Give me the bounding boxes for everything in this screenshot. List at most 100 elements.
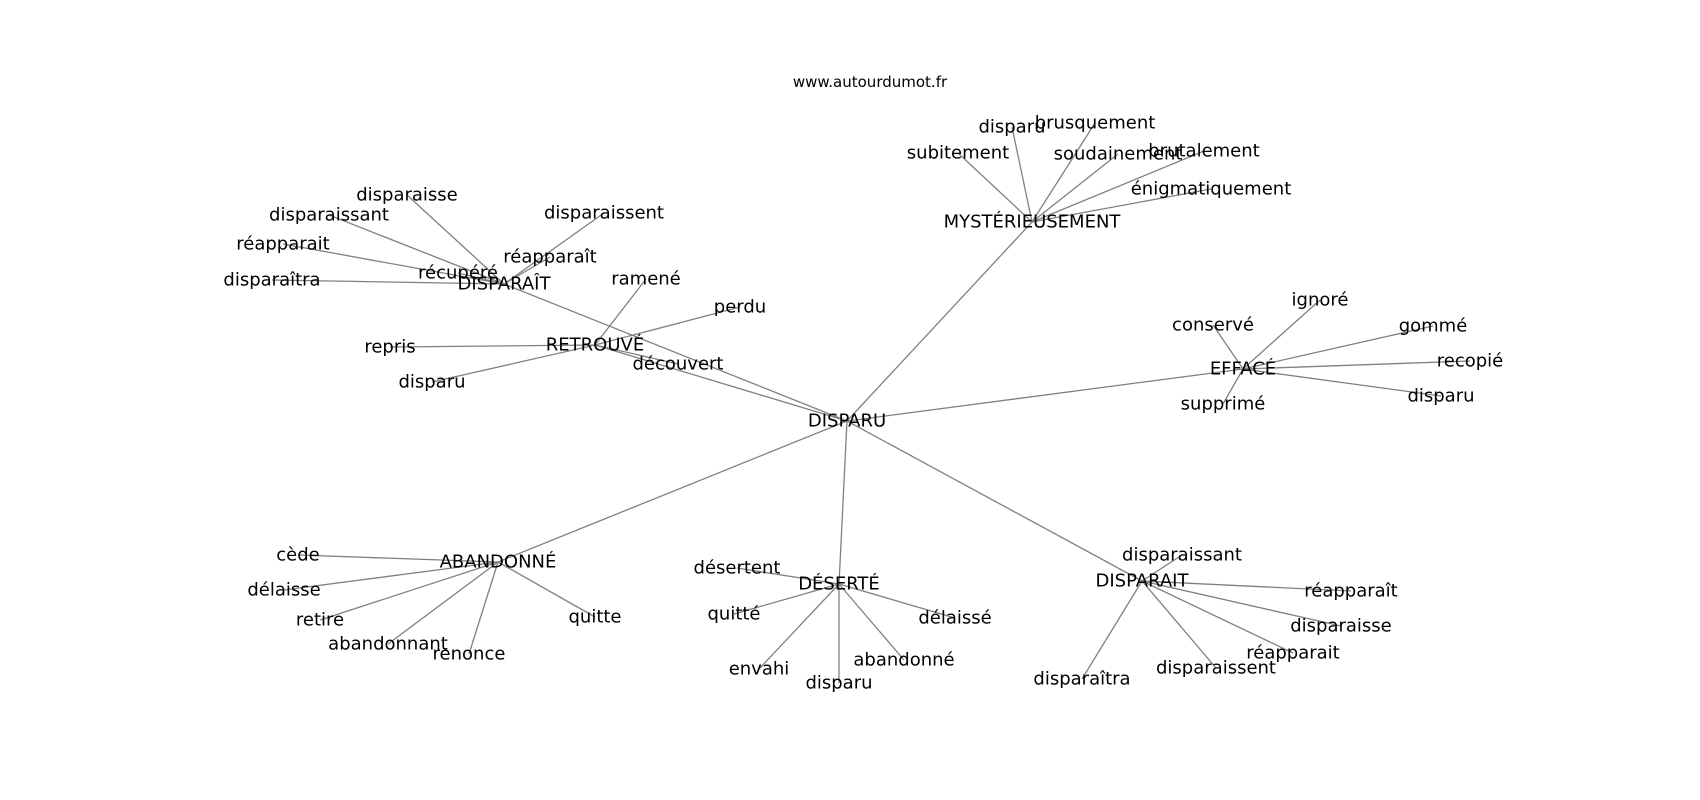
edge-hub-leaf	[497, 561, 596, 618]
leaf-node-label: quitté	[707, 604, 760, 625]
edge-hub-leaf	[1242, 299, 1321, 370]
leaf-node-label: subitement	[907, 143, 1009, 164]
hub-node-label: DISPARAIT	[1095, 571, 1189, 592]
leaf-node-label: disparaisse	[1290, 616, 1392, 637]
site-watermark: www.autourdumot.fr	[793, 73, 948, 91]
edge-hub-leaf	[503, 256, 551, 285]
edge-hub-leaf	[271, 279, 505, 285]
leaf-node-label: réapparaît	[1304, 581, 1397, 602]
leaf-node-label: réapparaît	[503, 247, 596, 268]
leaf-node-label: découvert	[632, 354, 723, 375]
leaf-node-label: disparu	[1407, 386, 1474, 407]
edge-hub-leaf	[406, 194, 505, 285]
edge-hub-leaf	[1141, 580, 1294, 654]
leaf-node-label: ramené	[611, 269, 681, 290]
edge-hub-leaf	[758, 583, 840, 670]
hub-node-label: MYSTÉRIEUSEMENT	[944, 211, 1122, 233]
leaf-node-label: abandonné	[853, 650, 954, 671]
edge-hub-leaf	[1242, 360, 1471, 370]
leaf-node-label: brusquement	[1035, 113, 1156, 134]
leaf-node-label: disparu	[398, 372, 465, 393]
leaf-node-label: abandonnant	[328, 634, 448, 655]
edge-hub-leaf	[838, 583, 956, 619]
leaf-node-label: disparaissant	[1122, 545, 1242, 566]
edge-hub-leaf	[297, 554, 499, 563]
hub-node-label: DÉSERTÉ	[798, 573, 880, 595]
leaf-node-label: brutalement	[1148, 141, 1259, 162]
hub-node-label: RETROUVÉ	[546, 334, 644, 356]
edge-center-hub	[838, 420, 848, 585]
leaf-node-label: disparaissent	[1156, 658, 1276, 679]
edge-hub-leaf	[328, 214, 505, 285]
edge-hub-leaf	[1141, 580, 1342, 627]
edge-hub-leaf	[1031, 188, 1212, 223]
leaf-node-label: perdu	[714, 297, 766, 318]
edge-hub-leaf	[594, 306, 741, 346]
center-node-label: DISPARU	[808, 411, 886, 432]
edge-hub-leaf	[283, 561, 499, 591]
edge-hub-leaf	[594, 278, 647, 346]
hub-node-label: EFFACÉ	[1210, 358, 1276, 380]
edge-center-hub	[846, 420, 1143, 582]
edge-hub-leaf	[1141, 580, 1352, 592]
edge-hub-leaf	[957, 152, 1033, 223]
leaf-node-label: envahi	[729, 659, 790, 680]
leaf-node-label: disparaîtra	[1033, 669, 1130, 690]
edge-hub-leaf	[1242, 368, 1442, 397]
leaf-node-label: désertent	[694, 558, 781, 579]
edge-hub-leaf	[319, 561, 499, 621]
edge-hub-leaf	[468, 561, 499, 655]
leaf-node-label: délaissé	[918, 608, 991, 629]
leaf-node-label: disparu	[978, 117, 1045, 138]
edge-hub-leaf	[1141, 554, 1183, 582]
edge-hub-leaf	[1011, 126, 1033, 223]
edge-hub-leaf	[838, 583, 905, 661]
leaf-node-label: supprimé	[1181, 394, 1266, 415]
leaf-node-label: réapparait	[1246, 643, 1339, 664]
edge-hub-leaf	[1222, 368, 1244, 405]
edge-hub-leaf	[733, 583, 840, 615]
leaf-node-label: disparaîtra	[223, 270, 320, 291]
edge-hub-leaf	[431, 344, 596, 383]
edge-hub-leaf	[503, 212, 605, 285]
edge-center-hub	[594, 344, 848, 422]
leaf-node-label: ignoré	[1292, 290, 1349, 311]
leaf-node-label: disparaisse	[356, 185, 458, 206]
leaf-node-label: conservé	[1172, 315, 1254, 336]
edge-hub-leaf	[282, 243, 505, 285]
edge-hub-leaf	[457, 272, 505, 285]
edge-hub-leaf	[594, 344, 679, 365]
edge-hub-leaf	[736, 567, 840, 585]
leaf-node-label: réapparait	[236, 234, 329, 255]
leaf-node-label: récupéré	[418, 263, 498, 284]
leaf-node-label: soudainement	[1054, 144, 1183, 165]
leaf-node-label: disparu	[805, 673, 872, 694]
leaf-node-label: délaisse	[247, 580, 320, 601]
edge-center-hub	[497, 420, 848, 563]
edge-hub-leaf	[387, 561, 499, 645]
leaf-node-label: retire	[296, 610, 344, 631]
hub-node-label: ABANDONNÉ	[440, 551, 557, 573]
edge-hub-leaf	[389, 344, 596, 348]
leaf-node-label: énigmatiquement	[1131, 179, 1292, 200]
edge-hub-leaf	[1242, 325, 1434, 370]
edge-center-hub	[846, 368, 1244, 422]
leaf-node-label: recopié	[1437, 351, 1504, 372]
edge-hub-leaf	[1031, 150, 1205, 223]
edge-hub-leaf	[1031, 153, 1119, 223]
edge-hub-leaf	[1212, 324, 1244, 370]
leaf-node-label: disparaissent	[544, 203, 664, 224]
leaf-node-label: renonce	[433, 644, 506, 665]
hub-node-label: DISPARAÎT	[457, 273, 551, 295]
edge-hub-leaf	[1081, 580, 1143, 680]
edge-hub-leaf	[1031, 122, 1096, 223]
leaf-node-label: quitte	[568, 607, 621, 628]
leaf-node-label: disparaissant	[269, 205, 389, 226]
edge-center-hub	[846, 221, 1033, 422]
leaf-node-label: repris	[364, 337, 415, 358]
edge-center-hub	[503, 283, 848, 422]
leaf-node-label: cède	[276, 545, 319, 566]
edge-hub-leaf	[1141, 580, 1217, 669]
leaf-node-label: gommé	[1399, 316, 1468, 337]
